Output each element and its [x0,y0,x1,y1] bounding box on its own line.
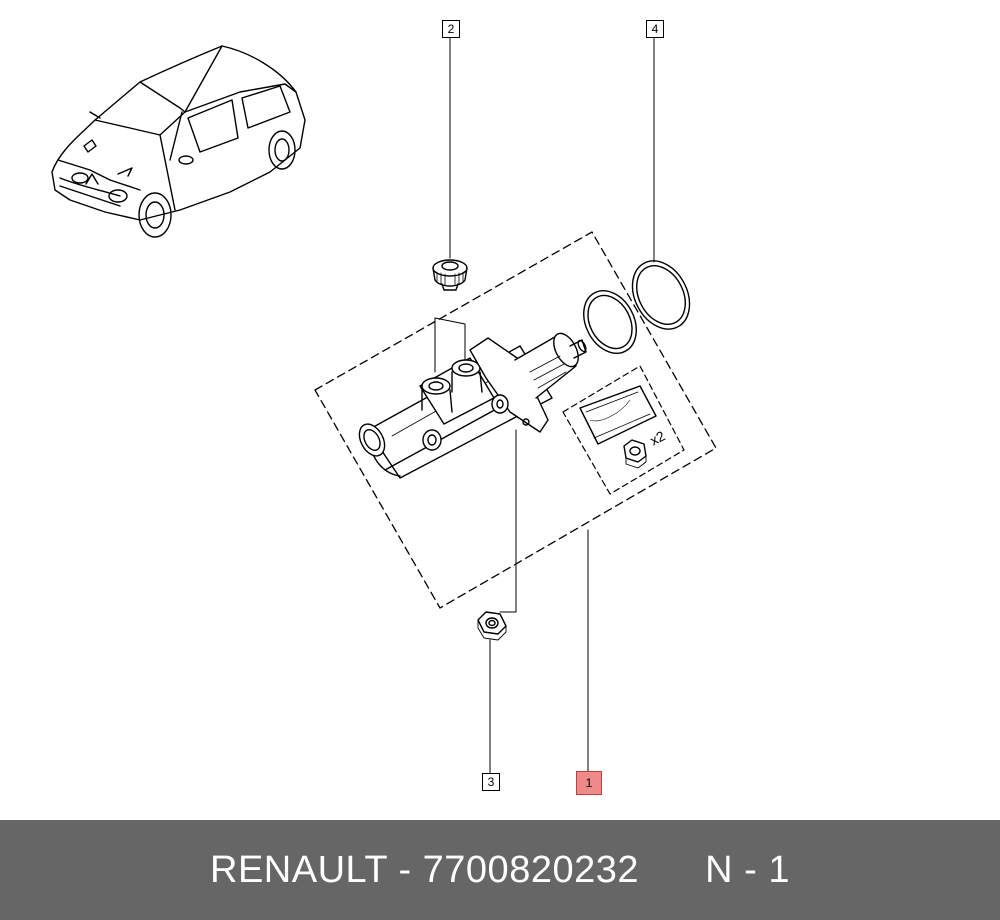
seal-ring-icon [583,260,691,354]
footer-part-number: 7700820232 [422,849,639,891]
grease-sachet-icon [579,385,657,445]
footer-brand: RENAULT [210,849,388,891]
diagram-svg [51,35,717,775]
footer-bar: RENAULT - 7700820232 N - 1 [0,820,1000,920]
footer-separator: - [398,849,412,891]
footer-position: N - 1 [705,849,790,891]
callout-4[interactable]: 4 [646,20,664,38]
car-thumbnail-icon [51,45,306,238]
kit-nut-icon [623,439,647,469]
parts-diagram: x2 2 4 3 1 [51,20,717,795]
kit-boundary-inner [562,365,685,495]
master-cylinder-icon [358,332,587,479]
callout-1[interactable]: 1 [576,771,602,795]
callout-3[interactable]: 3 [482,773,500,791]
mounting-nut-icon [477,611,507,641]
reservoir-cap-icon [432,259,468,291]
callout-2[interactable]: 2 [442,20,460,38]
kit-boundary-outer [314,231,717,609]
